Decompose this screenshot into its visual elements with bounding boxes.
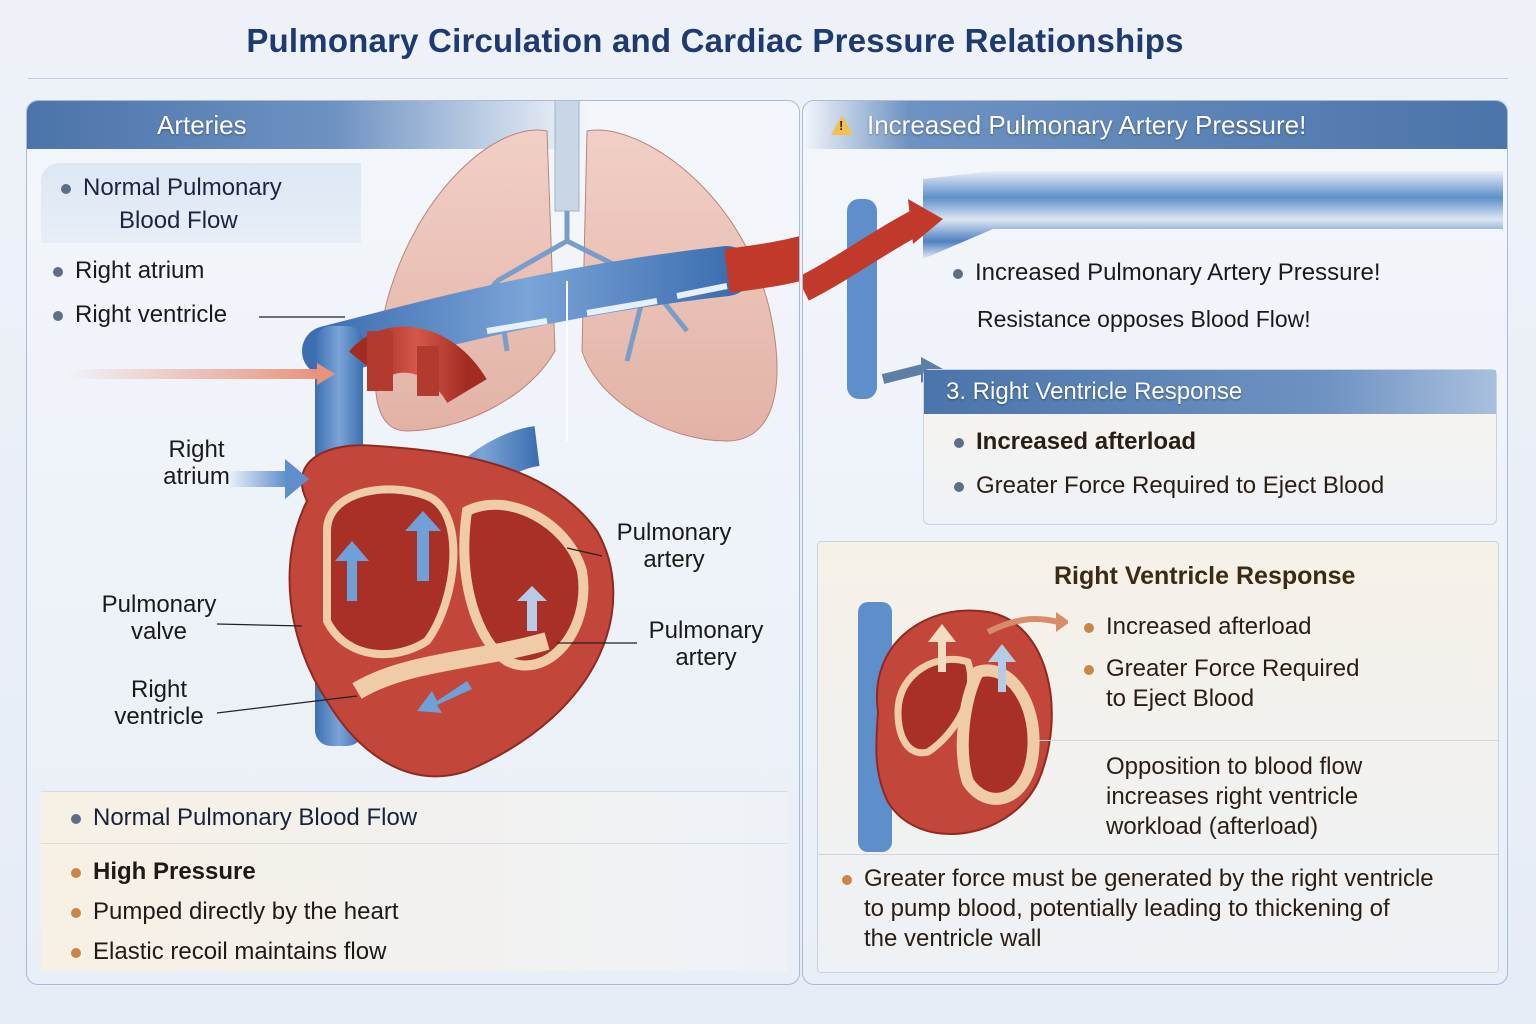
label-pulmonary-artery-1: Pulmonary artery [616,519,732,573]
heart-lung-illustration [65,101,799,778]
bullet-icon [71,947,81,958]
summary-item: Elastic recoil maintains flow [71,932,787,972]
constricted-artery-illustration [803,171,1503,399]
summary-heading: Normal Pulmonary Blood Flow [41,792,787,844]
rv-response-header: 3. Right Ventricle Response [924,370,1496,414]
bullet-icon [71,813,81,824]
trachea-icon [554,101,580,212]
pressure-header-label: Increased Pulmonary Artery Pressure! [867,109,1307,140]
bullet-icon [53,266,63,277]
bullet-icon [61,183,71,194]
label-right-atrium: Right atrium [163,436,230,490]
subheading-line2: Blood Flow [119,207,238,234]
narrowed-vessel [923,171,1503,259]
page-title: Pulmonary Circulation and Cardiac Pressu… [246,22,1184,59]
detail-item: Greater Force Required [1084,654,1359,684]
bullet-text: Right ventricle [75,301,228,328]
title-divider [28,78,1508,79]
incoming-flow-arrow [65,369,320,379]
resistance-text: Resistance opposes Blood Flow! [977,306,1311,332]
arteries-panel: Arteries Normal Pulmonary Blood Flow Rig… [26,100,800,985]
detail-title: Right Ventricle Response [1054,562,1356,590]
bullet-icon [1084,622,1094,633]
conclusion-text: Greater force must be generated by the r… [842,864,1434,954]
rv-response-item: Greater Force Required to Eject Blood [924,464,1496,508]
summary-item: Pumped directly by the heart [71,892,787,932]
summary-item: High Pressure [71,852,787,892]
bullet-text: Right atrium [75,257,205,284]
arteries-header-label: Arteries [157,109,247,140]
bullet-icon [954,481,964,492]
arteries-header: Arteries [27,101,587,149]
normal-flow-subheading: Normal Pulmonary Blood Flow [41,163,361,243]
bullet-icon [1084,664,1094,675]
bullet-icon [53,310,63,321]
pressure-bullet: Increased Pulmonary Artery Pressure! [953,259,1381,287]
opposition-text: Opposition to blood flow increases right… [1106,753,1363,840]
detail-item-cont: to Eject Blood [1106,685,1255,712]
bullet-icon [71,907,81,918]
bullet-icon [71,867,81,878]
bullet-right-atrium: Right atrium [53,257,204,285]
bullet-icon [842,874,852,885]
pressure-panel: ! Increased Pulmonary Artery Pressure! I… [802,100,1508,985]
hypertrophied-heart-icon [858,602,1068,852]
bullet-icon [953,268,963,279]
label-right-ventricle: Right ventricle [114,676,204,730]
label-pulmonary-valve: Pulmonary valve [101,591,217,645]
bullet-icon [954,437,964,448]
normal-flow-summary: Normal Pulmonary Blood Flow High Pressur… [41,791,787,971]
rv-detail-card: Right Ventricle Response Increased after… [817,541,1499,973]
rv-response-item: Increased afterload [924,420,1496,464]
detail-item: Increased afterload [1084,612,1311,642]
warning-icon: ! [831,115,853,135]
pressure-header: ! Increased Pulmonary Artery Pressure! [803,101,1507,149]
bullet-right-ventricle: Right ventricle [53,301,227,329]
label-pulmonary-artery-2: Pulmonary artery [648,617,764,671]
rv-response-card: 3. Right Ventricle Response Increased af… [923,369,1497,525]
subheading-line1: Normal Pulmonary [83,174,282,201]
